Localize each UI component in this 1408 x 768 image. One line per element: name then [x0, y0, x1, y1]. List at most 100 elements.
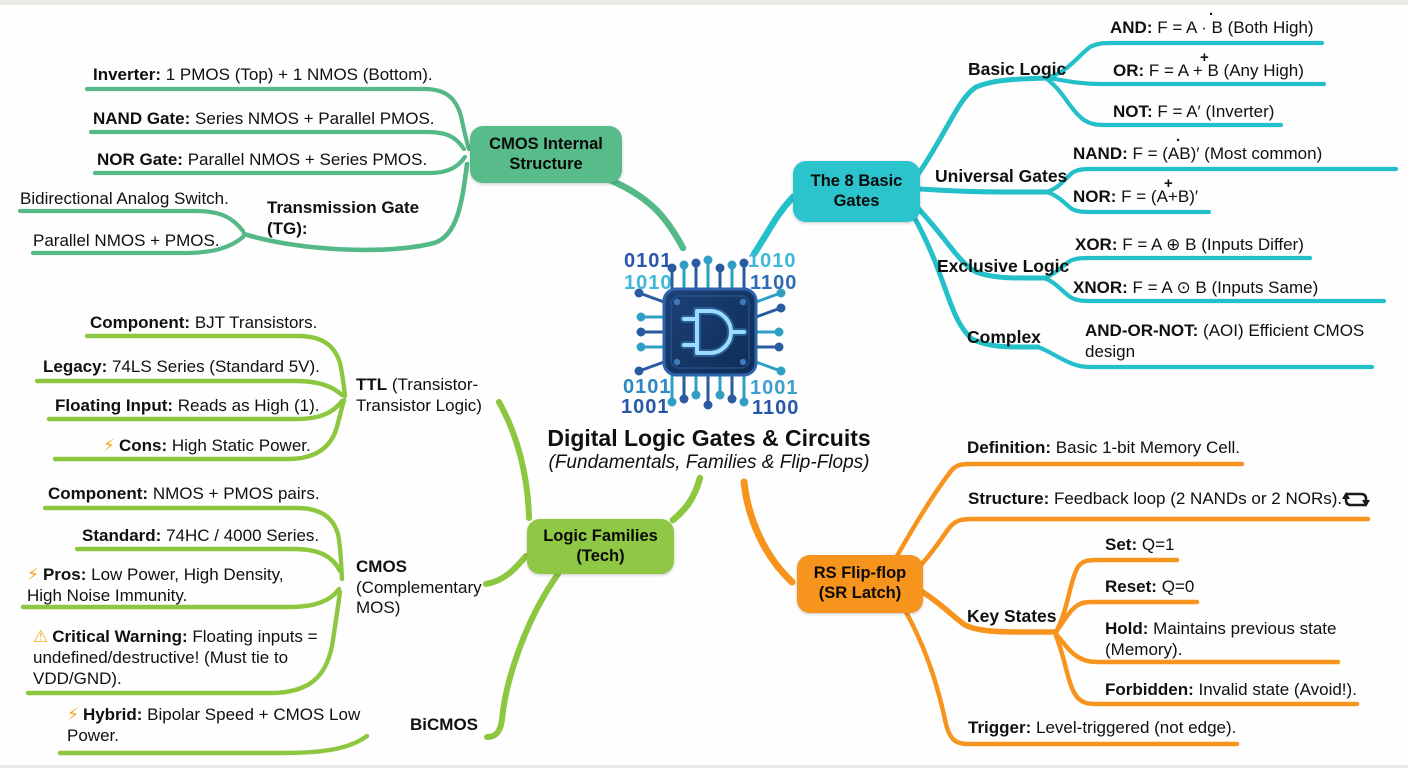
item-term: Inverter:: [93, 65, 162, 84]
item-desc: 74LS Series (Standard 5V).: [107, 357, 320, 376]
list-item: Component: NMOS + PMOS pairs.: [48, 483, 320, 504]
subgroup-label-transmission-gate: Transmission Gate (TG):: [267, 198, 420, 238]
list-item: XOR: F = A ⊕ B (Inputs Differ): [1075, 234, 1304, 255]
item-desc: Bipolar Speed + CMOS Low Power.: [67, 705, 361, 746]
list-item: Structure: Feedback loop (2 NANDs or 2 N…: [968, 488, 1342, 509]
list-item: Trigger: Level-triggered (not edge).: [968, 717, 1236, 738]
item-desc: Q=1: [1137, 535, 1175, 554]
item-term: NOR:: [1073, 187, 1117, 206]
item-desc: NMOS + PMOS pairs.: [148, 484, 320, 503]
item-term: NAND Gate:: [93, 109, 191, 128]
list-item: AND: F = A · B (Both High)·: [1110, 6, 1314, 38]
list-item: NAND: F = (AB)′ (Most common)·: [1073, 132, 1322, 164]
map-subtitle: (Fundamentals, Families & Flip-Flops): [548, 452, 870, 473]
item-desc: 74HC / 4000 Series.: [161, 526, 320, 545]
list-item: NAND Gate: Series NMOS + Parallel PMOS.: [93, 108, 435, 129]
subgroup-label-bicmos: BiCMOS: [410, 715, 505, 736]
item-desc: High Static Power.: [167, 436, 311, 455]
item-term: XNOR:: [1073, 278, 1128, 297]
item-desc: Feedback loop (2 NANDs or 2 NORs).: [1049, 489, 1343, 508]
binary-text: 0101: [623, 376, 672, 398]
binary-text: 0101: [624, 250, 673, 272]
item-desc: Basic 1-bit Memory Cell.: [1051, 438, 1240, 457]
bottom-edge-strip: [0, 765, 1408, 768]
item-desc: Floating inputs = undefined/destructive!…: [33, 627, 318, 689]
binary-text: 1001: [621, 396, 670, 418]
node-rs-flipflop: RS Flip-flop (SR Latch): [797, 555, 923, 613]
item-desc: F = (A+B)′: [1116, 187, 1199, 206]
item-desc: Bidirectional Analog Switch.: [20, 189, 229, 208]
lightning-icon: ⚡: [103, 436, 115, 455]
item-desc: Reads as High (1).: [173, 396, 320, 415]
list-item: Forbidden: Invalid state (Avoid!).: [1105, 679, 1357, 700]
list-item: Hold: Maintains previous state (Memory).: [1105, 618, 1350, 660]
chip-icon: [634, 255, 786, 410]
map-title: Digital Logic Gates & Circuits: [547, 425, 871, 451]
item-term: NAND:: [1073, 144, 1128, 163]
list-item: XNOR: F = A ⊙ B (Inputs Same): [1073, 277, 1318, 298]
chip-illustration: [598, 244, 813, 429]
group-label-exclusive-logic: Exclusive Logic: [937, 256, 1070, 276]
item-desc: (Transistor-Transistor Logic): [356, 375, 482, 415]
list-item: NOR: F = (A+B)′+: [1073, 175, 1199, 207]
item-term: CMOS: [356, 557, 407, 576]
item-term: TTL: [356, 375, 388, 394]
item-desc: (AOI) Efficient CMOS design: [1085, 321, 1365, 362]
subgroup-label-ttl: TTL (Transistor-Transistor Logic): [356, 375, 498, 416]
item-term: BiCMOS: [410, 715, 478, 734]
item-term: NOT:: [1113, 102, 1153, 121]
group-label-universal-gates: Universal Gates: [935, 166, 1068, 186]
item-term: AND-OR-NOT:: [1085, 321, 1199, 340]
item-term: Structure:: [968, 489, 1050, 508]
item-desc: F = A + B (Any High): [1144, 61, 1304, 80]
item-desc: BJT Transistors.: [190, 313, 318, 332]
binary-text: 1001: [750, 377, 799, 399]
top-edge-strip: [0, 0, 1408, 5]
operator-accent: ·: [1209, 6, 1214, 23]
list-item: ⚡Hybrid: Bipolar Speed + CMOS Low Power.: [67, 704, 372, 746]
list-item: ⚡Pros: Low Power, High Density, High Noi…: [27, 564, 295, 606]
item-term: Legacy:: [43, 357, 108, 376]
list-item: OR: F = A + B (Any High)+: [1113, 49, 1304, 81]
item-desc: Low Power, High Density, High Noise Immu…: [27, 565, 284, 606]
item-desc: Maintains previous state (Memory).: [1105, 619, 1337, 660]
list-item: Component: BJT Transistors.: [90, 312, 317, 333]
item-term: Component:: [90, 313, 191, 332]
item-desc: Parallel NMOS + Series PMOS.: [182, 150, 428, 169]
lightning-icon: ⚡: [27, 565, 39, 584]
item-desc: Parallel NMOS + PMOS.: [33, 231, 220, 250]
binary-text: 1100: [750, 272, 798, 294]
operator-accent: +: [1200, 49, 1209, 66]
group-label-complex: Complex: [967, 327, 1041, 347]
item-desc: 1 PMOS (Top) + 1 NMOS (Bottom).: [161, 65, 433, 84]
warning-icon: ⚠: [33, 627, 49, 646]
item-term: Floating Input:: [55, 396, 174, 415]
group-label-basic-logic: Basic Logic: [968, 59, 1067, 79]
list-item: Legacy: 74LS Series (Standard 5V).: [43, 356, 320, 377]
item-term: Pros:: [42, 565, 87, 584]
item-term: Reset:: [1105, 577, 1157, 596]
list-item: Floating Input: Reads as High (1).: [55, 395, 319, 416]
item-desc: F = A · B (Both High): [1152, 18, 1314, 37]
list-item: NOR Gate: Parallel NMOS + Series PMOS.: [97, 149, 427, 170]
binary-text: 1010: [748, 250, 797, 272]
item-term: Critical Warning:: [52, 627, 188, 646]
list-item: ⚡Cons: High Static Power.: [103, 435, 311, 456]
subgroup-label-cmos: CMOS (Complementary MOS): [356, 557, 488, 619]
list-item: ⚠Critical Warning: Floating inputs = und…: [33, 626, 318, 689]
item-term: OR:: [1113, 61, 1145, 80]
node-logic-families: Logic Families (Tech): [527, 519, 674, 574]
list-item: NOT: F = A′ (Inverter): [1113, 101, 1274, 122]
node-cmos-internal-structure: CMOS Internal Structure: [470, 126, 622, 183]
item-desc: F = A′ (Inverter): [1152, 102, 1275, 121]
item-term: Cons:: [118, 436, 168, 455]
node-eight-basic-gates: The 8 Basic Gates: [793, 161, 920, 222]
item-desc: Series NMOS + Parallel PMOS.: [190, 109, 435, 128]
binary-text: 1010: [624, 272, 673, 294]
item-term: Set:: [1105, 535, 1138, 554]
item-desc: Q=0: [1156, 577, 1195, 596]
item-desc: F = A ⊙ B (Inputs Same): [1127, 278, 1319, 297]
item-term: Definition:: [967, 438, 1052, 457]
list-item: Definition: Basic 1-bit Memory Cell.: [967, 437, 1240, 458]
